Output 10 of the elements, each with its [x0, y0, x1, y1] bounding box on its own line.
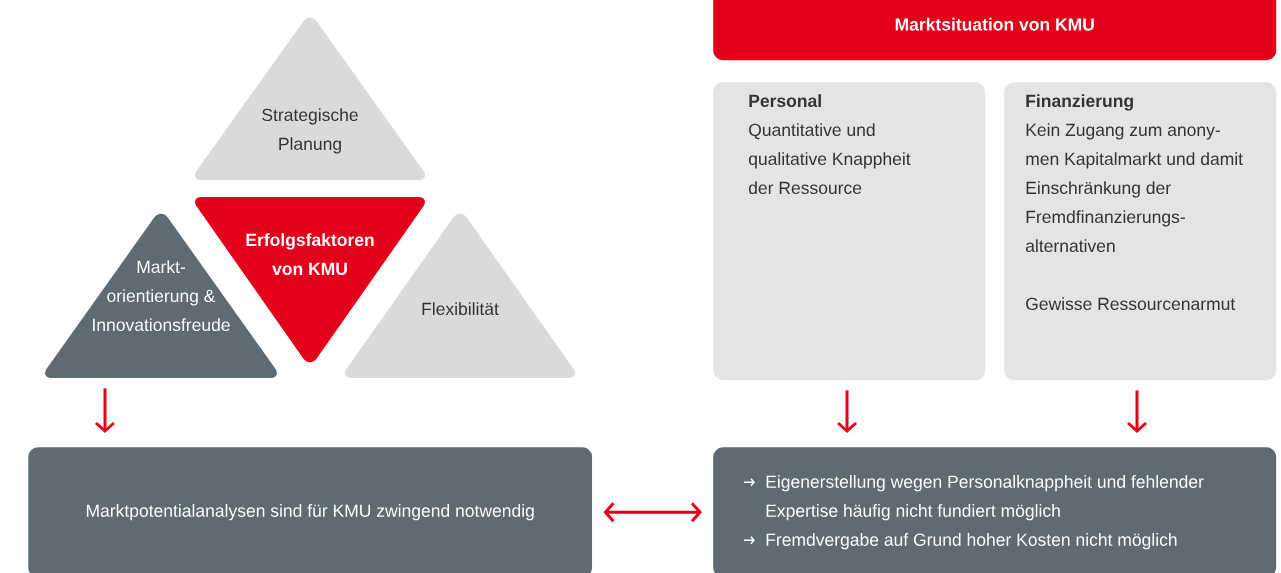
text-box: Marktpotentialanalysen sind für KMU zwingend notwendig — [28, 447, 593, 573]
triangle: Strategische Planung — [195, 17, 425, 180]
info-box: Personal Quantitative und qualitative Knappheit der Ressource — [713, 82, 986, 381]
list-box: Eigenerstellung wegen Personalknappheit und fehlender Expertise häufig nicht fundiert möglich Fremdvergabe auf Grund hoher Kosten nicht möglich — [713, 447, 1277, 573]
arrow — [603, 502, 702, 523]
arrow — [1127, 390, 1147, 433]
arrow — [837, 390, 857, 433]
header-bar: Marktsituation von KMU — [713, 0, 1277, 61]
arrow — [95, 388, 115, 433]
info-box: Finanzierung Kein Zugang zum anony- men Kapitalmarkt und damit Einschränkung der Fremdfinanzierungs- alternativen Gewisse Ressourcenarmut — [1004, 82, 1277, 381]
